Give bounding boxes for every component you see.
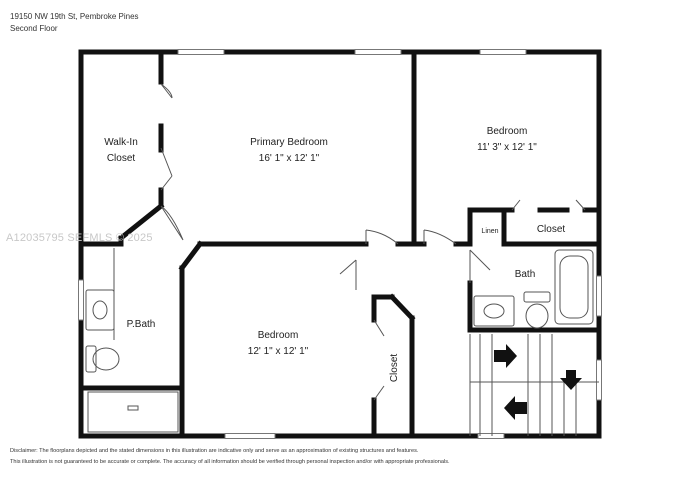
bath-label: Bath	[515, 269, 536, 280]
room-labels: Walk-In Closet Primary Bedroom 16' 1" x …	[104, 126, 565, 382]
floor-label: Second Floor	[10, 24, 58, 33]
primary-bedroom-dims: 16' 1" x 12' 1"	[259, 153, 320, 164]
south-bedroom-label: Bedroom	[258, 330, 299, 341]
pbath-label: P.Bath	[127, 319, 156, 330]
fixtures	[85, 248, 594, 433]
arrow-left-icon	[504, 396, 527, 420]
walk-in-label-1: Walk-In	[104, 137, 138, 148]
arrow-down-icon	[560, 370, 582, 390]
disclaimer-line-2: This illustration is not guaranteed to b…	[10, 459, 450, 465]
ne-bedroom-dims: 11' 3" x 12' 1"	[477, 142, 537, 153]
ne-closet-label: Closet	[537, 224, 566, 235]
address-text: 19150 NW 19th St, Pembroke Pines	[10, 12, 139, 21]
watermark-text: A12035795 SEFMLS © 2025	[6, 232, 153, 244]
ne-bedroom-label: Bedroom	[487, 126, 528, 137]
interior-walls	[81, 49, 602, 439]
doors	[160, 83, 586, 401]
south-bedroom-dims: 12' 1" x 12' 1"	[248, 346, 309, 357]
linen-label: Linen	[481, 228, 498, 235]
disclaimer-line-1: Disclaimer: The floorplans depicted and …	[10, 448, 419, 454]
stair-arrows	[494, 344, 582, 420]
south-closet-label: Closet	[389, 354, 400, 383]
windows	[78, 49, 602, 439]
walk-in-label-2: Closet	[107, 153, 136, 164]
arrow-right-icon	[494, 344, 517, 368]
primary-bedroom-label: Primary Bedroom	[250, 137, 328, 148]
stairs	[469, 334, 599, 436]
